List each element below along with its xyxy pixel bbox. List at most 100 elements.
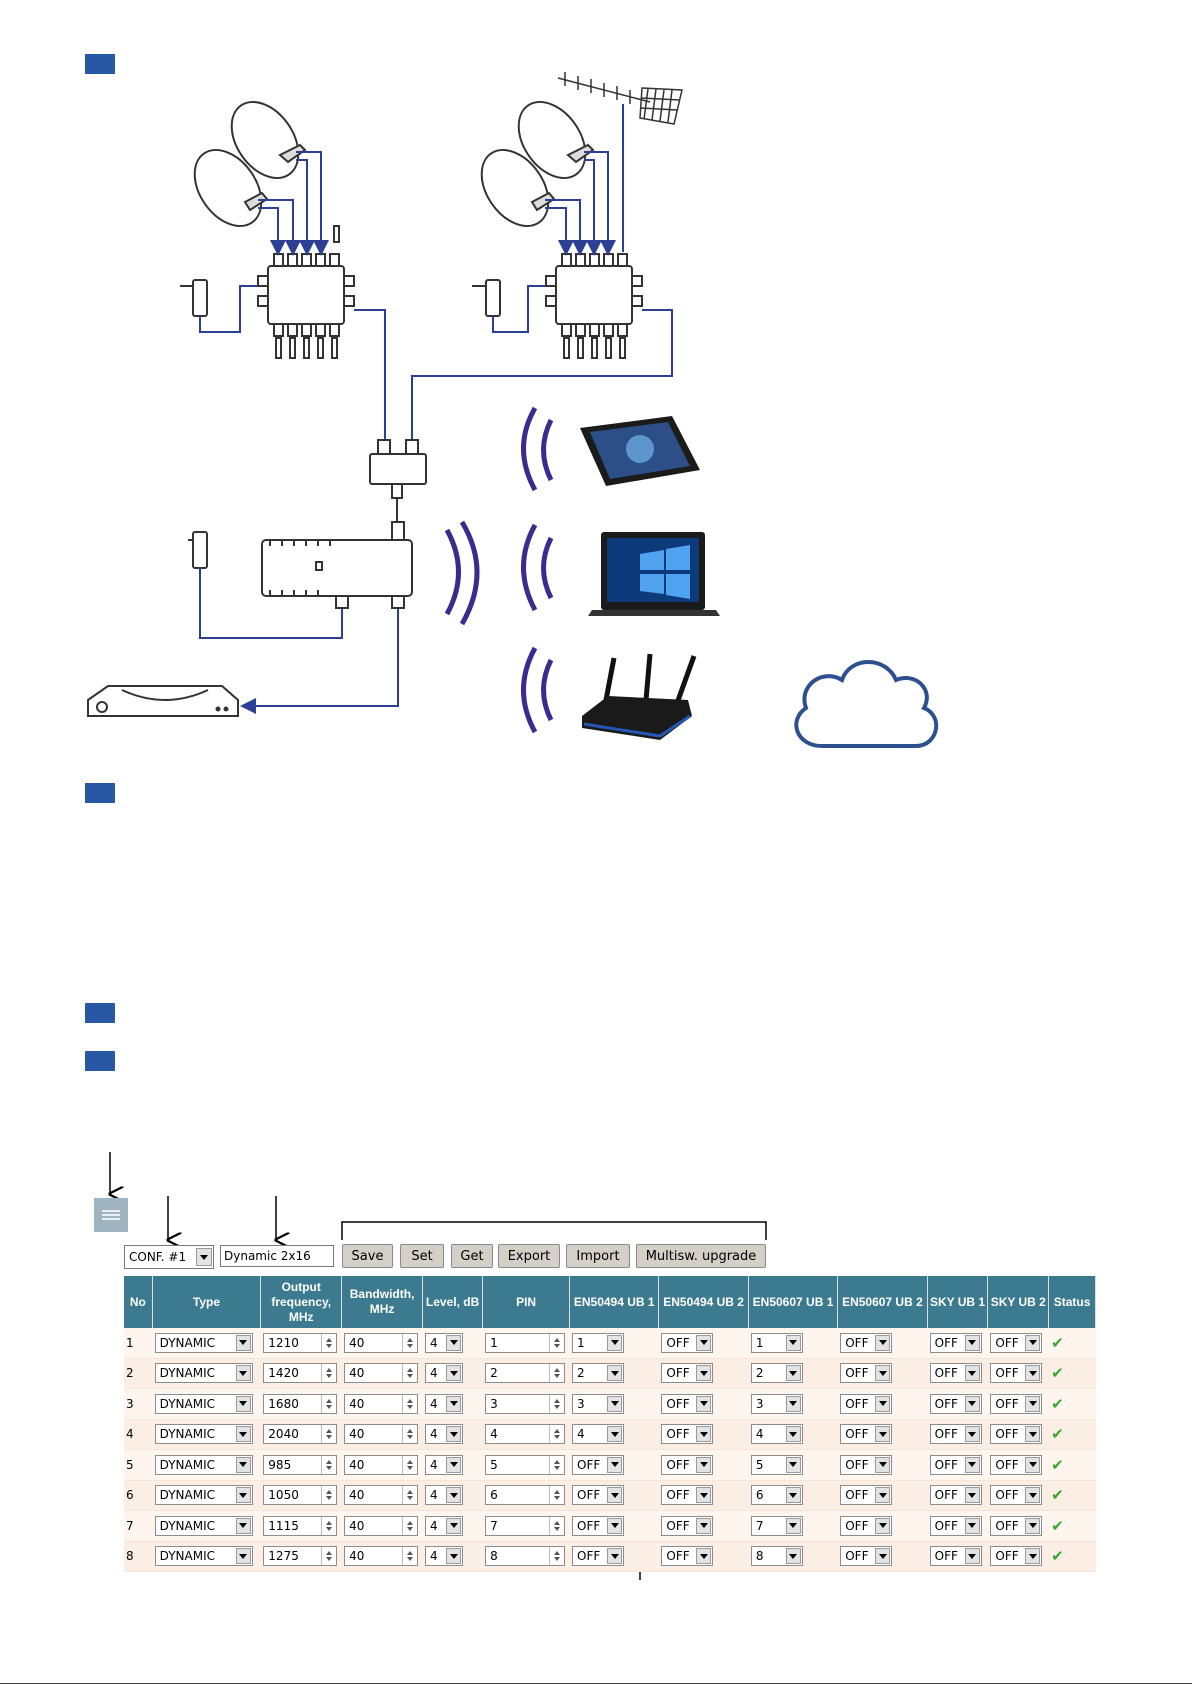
pin-input[interactable]: 6	[485, 1485, 566, 1506]
en50494-ub2-select[interactable]: OFF	[661, 1332, 714, 1353]
dropdown-arrow-icon[interactable]	[1025, 1395, 1041, 1412]
type-select[interactable]: DYNAMIC	[154, 1424, 253, 1445]
bandwidth-input[interactable]: 40	[344, 1485, 419, 1506]
frequency-input[interactable]: 1210	[263, 1332, 338, 1353]
dropdown-arrow-icon[interactable]	[1025, 1365, 1041, 1382]
dropdown-arrow-icon[interactable]	[696, 1365, 712, 1382]
en50607-ub2-select[interactable]: OFF	[840, 1454, 893, 1475]
en50494-ub2-select[interactable]: OFF	[661, 1485, 714, 1506]
en50494-ub2-select[interactable]: OFF	[661, 1393, 714, 1414]
type-select[interactable]: DYNAMIC	[154, 1393, 253, 1414]
dropdown-arrow-icon[interactable]	[785, 1456, 801, 1473]
en50607-ub2-select[interactable]: OFF	[840, 1515, 893, 1536]
dropdown-arrow-icon[interactable]	[1025, 1426, 1041, 1443]
frequency-input[interactable]: 1050	[263, 1485, 338, 1506]
en50494-ub1-select[interactable]: OFF	[572, 1515, 624, 1536]
dropdown-arrow-icon[interactable]	[875, 1395, 891, 1412]
en50607-ub1-select[interactable]: 2	[750, 1363, 803, 1384]
dropdown-arrow-icon[interactable]	[607, 1456, 622, 1473]
level-select[interactable]: 4	[425, 1332, 464, 1353]
dropdown-arrow-icon[interactable]	[446, 1487, 462, 1504]
dropdown-arrow-icon[interactable]	[696, 1548, 712, 1565]
dropdown-arrow-icon[interactable]	[607, 1395, 622, 1412]
spinner-icon[interactable]	[402, 1364, 417, 1383]
level-select[interactable]: 4	[425, 1485, 464, 1506]
frequency-input[interactable]: 1420	[263, 1363, 338, 1384]
dropdown-arrow-icon[interactable]	[696, 1426, 712, 1443]
en50607-ub2-select[interactable]: OFF	[840, 1546, 893, 1567]
en50607-ub1-select[interactable]: 1	[750, 1332, 803, 1353]
dropdown-arrow-icon[interactable]	[235, 1487, 251, 1504]
dropdown-arrow-icon[interactable]	[607, 1487, 622, 1504]
pin-input[interactable]: 4	[485, 1424, 566, 1445]
frequency-input[interactable]: 1275	[263, 1546, 338, 1567]
dropdown-arrow-icon[interactable]	[235, 1517, 251, 1534]
bandwidth-input[interactable]: 40	[344, 1393, 419, 1414]
dropdown-arrow-icon[interactable]	[964, 1456, 980, 1473]
dropdown-arrow-icon[interactable]	[196, 1248, 212, 1266]
en50607-ub2-select[interactable]: OFF	[840, 1393, 893, 1414]
dropdown-arrow-icon[interactable]	[607, 1426, 622, 1443]
pin-input[interactable]: 1	[485, 1332, 566, 1353]
spinner-icon[interactable]	[549, 1333, 564, 1352]
dropdown-arrow-icon[interactable]	[446, 1334, 462, 1351]
spinner-icon[interactable]	[549, 1547, 564, 1566]
bandwidth-input[interactable]: 40	[344, 1546, 419, 1567]
level-select[interactable]: 4	[425, 1515, 464, 1536]
type-select[interactable]: DYNAMIC	[154, 1546, 253, 1567]
spinner-icon[interactable]	[549, 1516, 564, 1535]
en50494-ub1-select[interactable]: 4	[572, 1424, 624, 1445]
dropdown-arrow-icon[interactable]	[1025, 1487, 1041, 1504]
spinner-icon[interactable]	[549, 1455, 564, 1474]
en50494-ub2-select[interactable]: OFF	[661, 1546, 714, 1567]
type-select[interactable]: DYNAMIC	[154, 1485, 253, 1506]
spinner-icon[interactable]	[549, 1394, 564, 1413]
sky-ub2-select[interactable]: OFF	[990, 1454, 1043, 1475]
spinner-icon[interactable]	[402, 1486, 417, 1505]
dropdown-arrow-icon[interactable]	[446, 1395, 462, 1412]
dropdown-arrow-icon[interactable]	[696, 1487, 712, 1504]
bandwidth-input[interactable]: 40	[344, 1332, 419, 1353]
level-select[interactable]: 4	[425, 1454, 464, 1475]
dropdown-arrow-icon[interactable]	[785, 1548, 801, 1565]
dropdown-arrow-icon[interactable]	[875, 1365, 891, 1382]
dropdown-arrow-icon[interactable]	[607, 1548, 622, 1565]
dropdown-arrow-icon[interactable]	[696, 1334, 712, 1351]
dropdown-arrow-icon[interactable]	[446, 1456, 462, 1473]
spinner-icon[interactable]	[402, 1547, 417, 1566]
sky-ub2-select[interactable]: OFF	[990, 1393, 1043, 1414]
bandwidth-input[interactable]: 40	[344, 1424, 419, 1445]
dropdown-arrow-icon[interactable]	[1025, 1334, 1041, 1351]
sky-ub2-select[interactable]: OFF	[990, 1363, 1043, 1384]
dropdown-arrow-icon[interactable]	[785, 1395, 801, 1412]
sky-ub1-select[interactable]: OFF	[929, 1454, 982, 1475]
dropdown-arrow-icon[interactable]	[785, 1334, 801, 1351]
dropdown-arrow-icon[interactable]	[964, 1426, 980, 1443]
dropdown-arrow-icon[interactable]	[446, 1365, 462, 1382]
dropdown-arrow-icon[interactable]	[446, 1548, 462, 1565]
dropdown-arrow-icon[interactable]	[785, 1517, 801, 1534]
dropdown-arrow-icon[interactable]	[446, 1517, 462, 1534]
dropdown-arrow-icon[interactable]	[235, 1365, 251, 1382]
dropdown-arrow-icon[interactable]	[875, 1456, 891, 1473]
pin-input[interactable]: 8	[485, 1546, 566, 1567]
spinner-icon[interactable]	[321, 1364, 336, 1383]
en50494-ub2-select[interactable]: OFF	[661, 1424, 714, 1445]
bandwidth-input[interactable]: 40	[344, 1454, 419, 1475]
en50607-ub2-select[interactable]: OFF	[840, 1485, 893, 1506]
type-select[interactable]: DYNAMIC	[154, 1332, 253, 1353]
set-button[interactable]: Set	[400, 1244, 444, 1268]
spinner-icon[interactable]	[402, 1455, 417, 1474]
en50607-ub1-select[interactable]: 5	[750, 1454, 803, 1475]
en50607-ub1-select[interactable]: 7	[750, 1515, 803, 1536]
config-name-input[interactable]: Dynamic 2x16	[220, 1245, 334, 1267]
spinner-icon[interactable]	[402, 1425, 417, 1444]
sky-ub1-select[interactable]: OFF	[929, 1332, 982, 1353]
level-select[interactable]: 4	[425, 1424, 464, 1445]
en50494-ub2-select[interactable]: OFF	[661, 1515, 714, 1536]
pin-input[interactable]: 5	[485, 1454, 566, 1475]
dropdown-arrow-icon[interactable]	[875, 1426, 891, 1443]
dropdown-arrow-icon[interactable]	[607, 1517, 622, 1534]
en50607-ub2-select[interactable]: OFF	[840, 1424, 893, 1445]
en50607-ub1-select[interactable]: 3	[750, 1393, 803, 1414]
